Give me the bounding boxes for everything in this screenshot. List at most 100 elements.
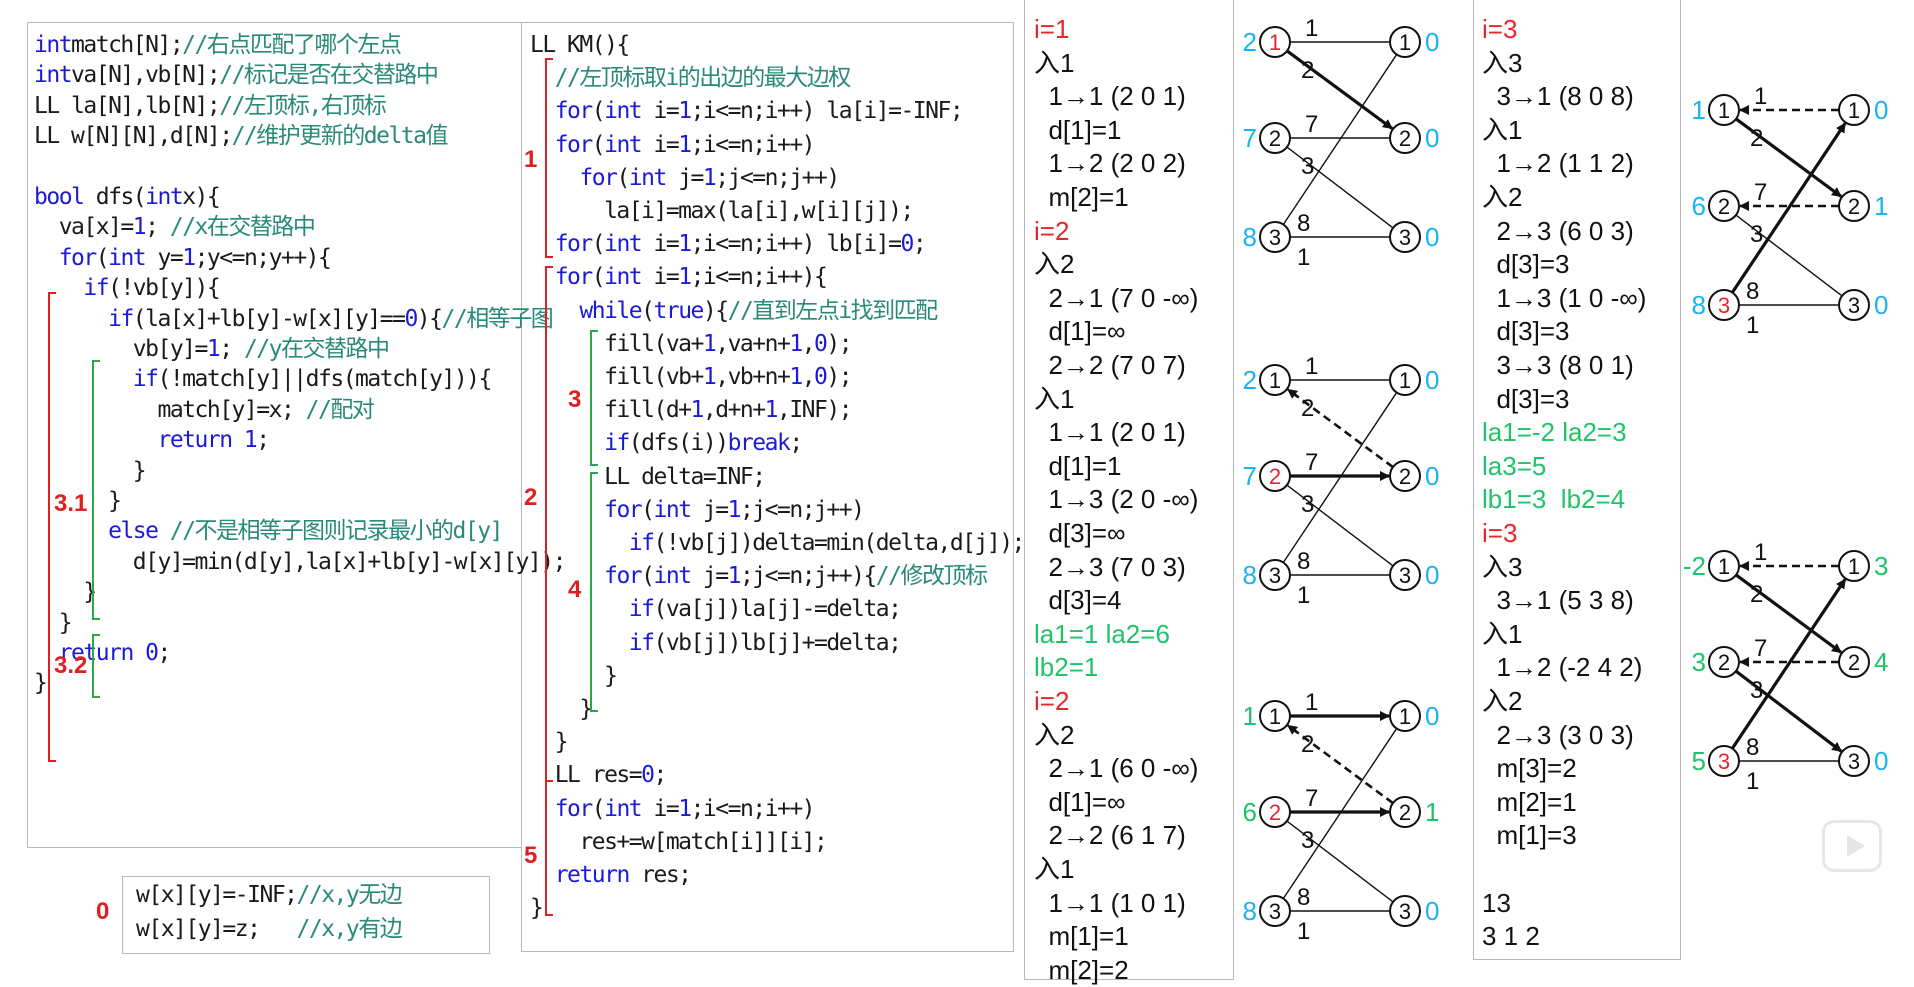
node-index-label: 2 xyxy=(1848,194,1860,219)
node-index-label: 1 xyxy=(1269,704,1281,729)
trace-line: d[1]=1 xyxy=(1034,450,1122,481)
graph-edge xyxy=(1286,484,1393,566)
node-index-label: 3 xyxy=(1718,749,1730,774)
trace-line: d[3]=3 xyxy=(1482,249,1570,280)
trace-line: d[3]=3 xyxy=(1482,316,1570,347)
graph-node xyxy=(1259,559,1291,591)
trace-line: 1→1 (2 0 1) xyxy=(1034,81,1186,112)
left-label-value: 2 xyxy=(1243,27,1257,57)
node-index-label: 1 xyxy=(1269,368,1281,393)
trace-line: i=2 xyxy=(1034,686,1070,716)
trace-line: i=3 xyxy=(1482,14,1518,44)
right-label-value: 4 xyxy=(1874,647,1888,677)
code-line: } xyxy=(34,670,48,697)
code-line: if(vb[j])lb[j]+=delta; xyxy=(628,629,902,656)
label-1: 1 xyxy=(524,146,538,173)
right-label-value: 0 xyxy=(1425,461,1439,491)
edge-weight-label: 8 xyxy=(1746,734,1759,761)
dfs-code-panel xyxy=(27,22,525,848)
graph-node xyxy=(1259,700,1291,732)
graph-edge xyxy=(1730,578,1847,750)
code-line: //左顶标取i的出边的最大边权 xyxy=(554,65,852,92)
graph-node xyxy=(1389,460,1421,492)
bracket-1 xyxy=(545,58,553,258)
edge-weight-label: 1 xyxy=(1754,83,1767,110)
code-line: for(int j=1;j<=n;j++) xyxy=(604,496,865,523)
graph-node xyxy=(1708,94,1740,126)
graph-node xyxy=(1389,796,1421,828)
trace-line: 2→3 (6 0 3) xyxy=(1482,215,1634,246)
trace-line: d[3]=4 xyxy=(1034,585,1122,616)
edge-weight-label: 3 xyxy=(1301,827,1314,854)
graph-node xyxy=(1389,559,1421,591)
code-line: va[x]=1; //x在交替路中 xyxy=(34,214,316,241)
trace-line: 1→2 (1 1 2) xyxy=(1482,148,1634,179)
code-line: } xyxy=(530,895,544,922)
right-label-value: 0 xyxy=(1425,365,1439,395)
graph-edge xyxy=(1287,388,1394,469)
edge-weight-label: 2 xyxy=(1750,125,1763,152)
node-index-label: 2 xyxy=(1399,126,1411,151)
graph-node xyxy=(1708,550,1740,582)
trace-line: m[3]=2 xyxy=(1482,753,1577,784)
edge-weight-label: 1 xyxy=(1297,918,1310,945)
graph-node xyxy=(1389,895,1421,927)
edge-weight-label: 1 xyxy=(1305,689,1318,716)
graph-node xyxy=(1259,221,1291,253)
code-line: } xyxy=(34,457,147,484)
graph-edge xyxy=(1282,54,1397,225)
right-label-value: 1 xyxy=(1425,797,1439,827)
graph-edge xyxy=(1286,146,1393,228)
trace-line: d[1]=1 xyxy=(1034,114,1122,145)
edge-weight-label: 1 xyxy=(1305,353,1318,380)
graph-node xyxy=(1708,289,1740,321)
node-index-label: 1 xyxy=(1399,30,1411,55)
graph-node xyxy=(1389,221,1421,253)
left-label-value: 8 xyxy=(1243,896,1257,926)
left-label-value: 5 xyxy=(1692,746,1706,776)
code-line: if(va[j])la[j]-=delta; xyxy=(628,596,902,623)
right-label-value: 0 xyxy=(1425,123,1439,153)
bracket-3 xyxy=(590,330,598,466)
graph-node xyxy=(1389,26,1421,58)
trace-line: m[2]=1 xyxy=(1482,786,1577,817)
right-label-value: 0 xyxy=(1874,95,1888,125)
play-icon[interactable] xyxy=(1822,820,1882,872)
edge-weight-label: 2 xyxy=(1301,57,1314,84)
right-label-value: 0 xyxy=(1425,222,1439,252)
edge-weight-label: 7 xyxy=(1305,449,1318,476)
edge-weight-label: 7 xyxy=(1305,785,1318,812)
edge-weight-label: 7 xyxy=(1754,179,1767,206)
code-line: return 1; xyxy=(157,427,270,454)
trace-line: 1→1 (2 0 1) xyxy=(1034,417,1186,448)
code-line: fill(va+1,va+n+1,0); xyxy=(530,330,853,357)
graph-node xyxy=(1389,122,1421,154)
node-index-label: 1 xyxy=(1399,368,1411,393)
code-line: LL w[N][N],d[N];//维护更新的delta值 xyxy=(34,123,449,150)
trace-line: 入1 xyxy=(1482,618,1523,649)
code-line: } xyxy=(530,696,593,722)
trace-line: 1→2 (2 0 2) xyxy=(1034,148,1186,179)
trace-line: 1→1 (1 0 1) xyxy=(1034,887,1186,918)
right-label-value: 3 xyxy=(1874,551,1888,581)
code-line: match[y]=x; //配对 xyxy=(34,396,374,423)
edge-weight-label: 8 xyxy=(1297,210,1310,237)
init-code-panel xyxy=(122,876,490,954)
graph-edge xyxy=(1287,724,1394,805)
graph-edge xyxy=(1734,669,1843,753)
edge-weight-label: 7 xyxy=(1754,635,1767,662)
node-index-label: 3 xyxy=(1269,563,1281,588)
code-line: for(int i=1;i<=n;i++) xyxy=(554,131,816,158)
label-3-2: 3.2 xyxy=(54,652,88,679)
node-index-label: 3 xyxy=(1848,749,1860,774)
graph-node xyxy=(1838,745,1870,777)
graph-node xyxy=(1259,364,1291,396)
graph-node xyxy=(1389,364,1421,396)
trace-line: lb2=1 xyxy=(1034,652,1099,683)
right-label-value: 1 xyxy=(1874,191,1888,221)
node-index-label: 3 xyxy=(1269,225,1281,250)
trace-line: 入2 xyxy=(1034,719,1075,750)
code-line: for(int i=1;i<=n;i++) lb[i]=0; xyxy=(554,231,927,258)
bracket-2 xyxy=(545,266,553,782)
code-line: return 0; xyxy=(58,640,172,666)
